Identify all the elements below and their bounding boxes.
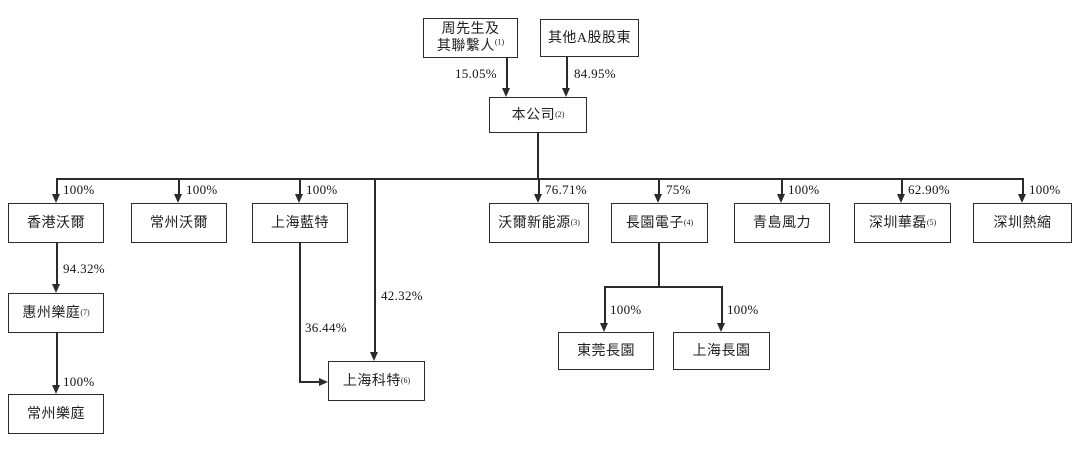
node-label-sh-cy: 上海長園 [692, 343, 751, 359]
footnote-ref-1: (1) [494, 37, 505, 47]
connector-cy-elec-bus [604, 286, 723, 288]
ownership-label-wall-ne: 76.71% [545, 182, 587, 197]
node-the-company: 本公司(2) [489, 97, 587, 133]
node-cz-wall: 常州沃爾 [131, 203, 227, 243]
node-sz-hualei: 深圳華磊(5) [854, 203, 951, 243]
arrowhead-other-to-company [562, 88, 570, 97]
connector-drop-hk-wall [56, 178, 58, 196]
ownership-label-cz-wall: 100% [186, 182, 218, 197]
ownership-label-qd-wind: 100% [788, 182, 820, 197]
ownership-label-sh-kete-direct: 42.32% [381, 288, 423, 303]
footnote-ref-4: (4) [683, 218, 694, 227]
ownership-label-other-company: 84.95% [574, 66, 616, 81]
node-dg-changyuan: 東莞長園 [558, 332, 654, 370]
footnote-ref-2: (2) [555, 110, 565, 119]
arrowhead-cz-wall [174, 194, 182, 203]
ownership-label-dg-cy: 100% [610, 302, 642, 317]
arrowhead-sh-kete-side [319, 377, 328, 386]
ownership-label-sh-cy: 100% [727, 302, 759, 317]
footnote-ref-7: (7) [80, 308, 90, 317]
connector-sh-lante-down [299, 243, 301, 383]
node-label-zhou-line2: 其聯繫人 [436, 39, 495, 54]
connector-sh-lante-to-sh-kete [299, 381, 321, 383]
footnote-ref-3: (3) [570, 218, 580, 227]
arrowhead-qd-wind [777, 194, 785, 203]
connector-drop-sh-lante [299, 178, 301, 196]
ownership-label-hz-leting: 94.32% [63, 261, 105, 276]
ownership-label-cy-elec: 75% [666, 182, 691, 197]
node-label-other-a: 其他A股股東 [547, 30, 632, 46]
ownership-label-zhou-company: 15.05% [455, 66, 497, 81]
connector-drop-sh-kete-direct [374, 178, 376, 354]
connector-drop-cy-elec [658, 178, 660, 196]
arrowhead-hk-wall [52, 194, 60, 203]
arrowhead-sh-kete-direct [370, 352, 378, 361]
node-sh-kete: 上海科特(6) [328, 361, 425, 401]
node-label-cy-elec: 長園電子 [625, 215, 684, 231]
node-hk-wall: 香港沃爾 [8, 203, 104, 243]
node-label-qd-wind: 青島風力 [753, 215, 811, 231]
connector-hz-leting-to-cz-leting [56, 333, 58, 387]
node-label-wall-ne: 沃爾新能源 [498, 215, 571, 231]
connector-cy-elec-stem [658, 243, 660, 288]
connector-hk-wall-to-hz-leting [56, 243, 58, 287]
node-label-sh-kete: 上海科特 [342, 373, 401, 389]
node-hz-leting: 惠州樂庭(7) [8, 293, 104, 333]
node-label-hz-leting: 惠州樂庭 [22, 305, 81, 321]
connector-main-bus [56, 178, 1024, 180]
node-label-hk-wall: 香港沃爾 [27, 215, 85, 231]
node-sh-changyuan: 上海長園 [673, 332, 770, 370]
node-label-cz-wall: 常州沃爾 [150, 215, 208, 231]
ownership-label-sh-lante: 100% [306, 182, 338, 197]
arrowhead-sh-lante [295, 194, 303, 203]
node-label-sz-hualei: 深圳華磊 [868, 215, 927, 231]
node-wall-new-energy: 沃爾新能源(3) [489, 203, 589, 243]
node-sh-lante: 上海藍特 [252, 203, 348, 243]
connector-other-to-company [566, 57, 568, 90]
node-cz-leting: 常州樂庭 [8, 394, 104, 434]
footnote-ref-5: (5) [926, 218, 937, 227]
node-label-cz-leting: 常州樂庭 [27, 406, 85, 422]
ownership-label-cz-leting: 100% [63, 374, 95, 389]
connector-drop-dg-cy [604, 286, 606, 325]
connector-drop-sz-hualei [901, 178, 903, 196]
node-qd-wind: 青島風力 [734, 203, 830, 243]
node-sz-resuo: 深圳熱縮 [973, 203, 1072, 243]
arrowhead-dg-cy [600, 323, 608, 332]
connector-drop-sh-cy [721, 286, 723, 325]
ownership-label-sz-resuo: 100% [1029, 182, 1061, 197]
ownership-label-hk-wall: 100% [63, 182, 95, 197]
footnote-ref-6: (6) [400, 376, 411, 385]
arrowhead-sz-resuo [1018, 194, 1026, 203]
arrowhead-sh-cy [717, 323, 725, 332]
arrowhead-cz-leting [52, 385, 60, 394]
node-label-company: 本公司 [511, 107, 556, 123]
connector-drop-sz-resuo [1022, 178, 1024, 196]
node-label-zhou: 周先生及其聯繫人(1) [437, 21, 504, 55]
node-other-a-shareholders: 其他A股股東 [540, 19, 639, 57]
node-zhou-and-associates: 周先生及其聯繫人(1) [423, 18, 518, 58]
arrowhead-hz-leting [52, 284, 60, 293]
ownership-label-sz-hualei: 62.90% [908, 182, 950, 197]
node-label-sh-lante: 上海藍特 [271, 215, 329, 231]
arrowhead-wall-ne [534, 194, 542, 203]
connector-drop-qd-wind [781, 178, 783, 196]
arrowhead-cy-elec [654, 194, 662, 203]
node-label-zhou-line1: 周先生及 [441, 22, 500, 37]
connector-drop-cz-wall [178, 178, 180, 196]
connector-drop-wall-ne [538, 178, 540, 196]
node-label-dg-cy: 東莞長園 [577, 343, 635, 359]
node-cy-electronics: 長園電子(4) [611, 203, 708, 243]
ownership-label-sh-lante-sh-kete: 36.44% [305, 320, 347, 335]
connector-zhou-to-company [506, 58, 508, 90]
node-label-sz-resuo: 深圳熱縮 [993, 215, 1052, 231]
arrowhead-zhou-to-company [502, 88, 510, 97]
connector-company-stem [537, 133, 539, 180]
arrowhead-sz-hualei [897, 194, 905, 203]
